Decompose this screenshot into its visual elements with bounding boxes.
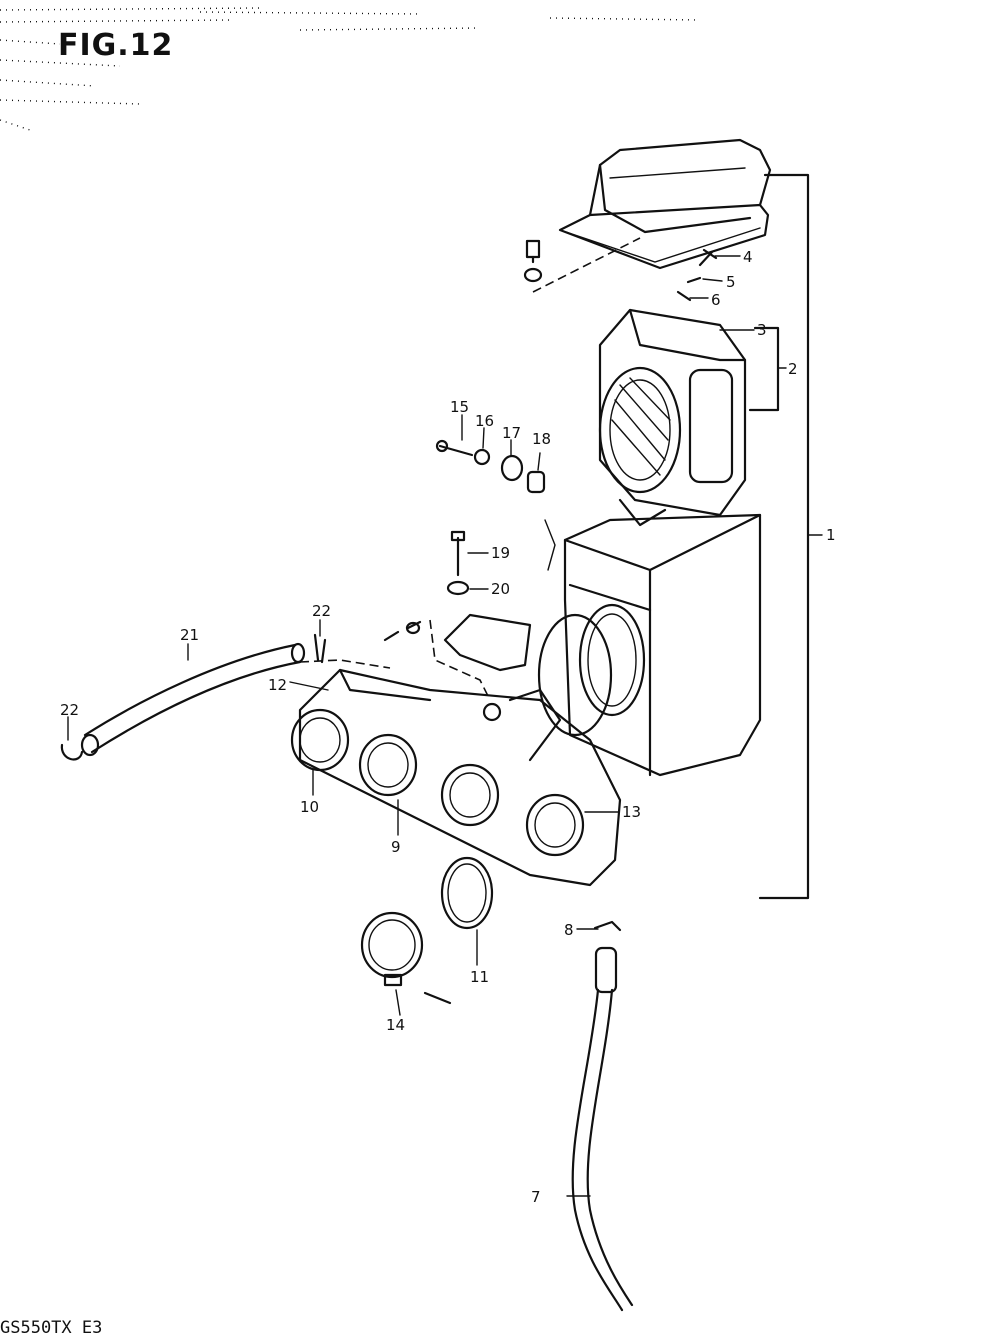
callout-21: 21 [180, 626, 199, 644]
callout-labels: 1 2 3 4 5 6 7 8 9 10 11 12 13 14 15 16 1… [60, 248, 836, 1206]
callout-8: 8 [564, 921, 574, 939]
callout-7: 7 [531, 1188, 541, 1206]
callout-22-upper: 22 [312, 602, 331, 620]
callout-12: 12 [268, 676, 287, 694]
callout-1: 1 [826, 526, 836, 544]
assembly-brackets [748, 173, 810, 900]
small-fasteners-4-5-6 [676, 248, 718, 302]
callout-18: 18 [532, 430, 551, 448]
cap-screw-washer [523, 237, 641, 293]
callout-5: 5 [726, 273, 736, 291]
callout-6: 6 [711, 291, 721, 309]
air-cleaner-cap [558, 138, 772, 270]
leader-lines [67, 255, 823, 1197]
hose-clamps [60, 633, 327, 761]
intake-manifold [290, 668, 622, 887]
air-filter-element [598, 308, 747, 527]
scan-noise [0, 7, 701, 131]
callout-10: 10 [300, 798, 319, 816]
air-cleaner-case [544, 513, 762, 777]
figure-title: FIG.12 [58, 28, 174, 63]
callout-14: 14 [386, 1016, 405, 1034]
callout-17: 17 [502, 424, 521, 442]
callout-16: 16 [475, 412, 494, 430]
model-code-footer: GS550TX E3 [0, 1318, 103, 1338]
manifold-bracket [383, 613, 532, 722]
intake-band-clamp [360, 911, 452, 1005]
callout-3: 3 [757, 321, 767, 339]
hardware-15-20 [435, 439, 546, 596]
callout-13: 13 [622, 803, 641, 821]
case-gasket [537, 613, 613, 737]
breather-hose [80, 642, 391, 757]
callout-22-lower: 22 [60, 701, 79, 719]
callout-11: 11 [470, 968, 489, 986]
drain-tube [571, 920, 634, 1312]
callout-15: 15 [450, 398, 469, 416]
clamp-ring [440, 856, 494, 930]
callout-2: 2 [788, 360, 798, 378]
callout-20: 20 [491, 580, 510, 598]
callout-4: 4 [743, 248, 753, 266]
callout-9: 9 [391, 838, 401, 856]
callout-19: 19 [491, 544, 510, 562]
